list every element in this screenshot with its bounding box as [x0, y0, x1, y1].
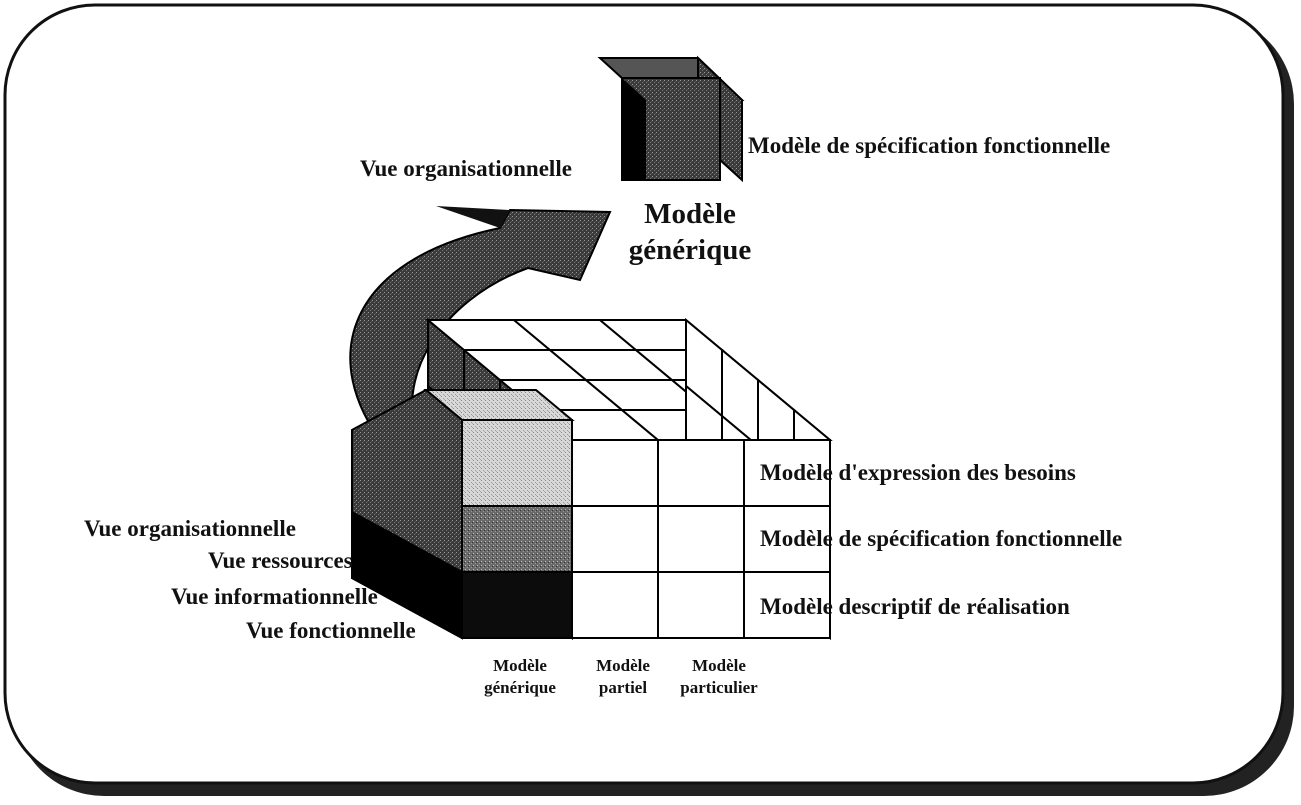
column-label-partiel-line2: partiel [598, 678, 648, 697]
cube-front-face [571, 439, 659, 507]
dark-base-slab [351, 510, 463, 640]
cube-front-face [571, 505, 659, 573]
top-cube-left-label: Vue organisationnelle [360, 156, 572, 181]
view-label-organisationnelle: Vue organisationnelle [84, 516, 296, 541]
highlight-cube-middle [461, 505, 573, 573]
arrow-title: Modèle générique [616, 196, 764, 268]
highlight-cube-top [461, 419, 573, 507]
model-cube-block [351, 317, 833, 641]
cube-front-face [657, 505, 745, 573]
row-label-realisation: Modèle descriptif de réalisation [760, 594, 1070, 619]
column-label-generique: Modèle générique [472, 655, 568, 699]
column-label-particulier-line1: Modèle [692, 656, 746, 675]
curved-arrow [349, 206, 612, 446]
row-label-besoins: Modèle d'expression des besoins [760, 460, 1076, 485]
arrow-title-line1: Modèle [644, 198, 736, 230]
view-label-fonctionnelle: Vue fonctionnelle [246, 618, 416, 643]
column-label-particulier-line2: particulier [680, 678, 758, 697]
row-label-specification: Modèle de spécification fonctionnelle [760, 526, 1123, 551]
column-label-generique-line1: Modèle [493, 656, 547, 675]
cube-front-face [657, 571, 745, 639]
view-label-ressources: Vue ressources [208, 548, 353, 573]
arrow-title-line2: générique [628, 234, 752, 266]
highlight-cube-bottom [461, 571, 573, 639]
top-cube [597, 55, 745, 183]
top-cube-right-label: Modèle de spécification fonctionnelle [748, 133, 1111, 158]
column-label-partiel: Modèle partiel [578, 655, 668, 699]
view-label-informationnelle: Vue informationnelle [171, 584, 378, 609]
column-label-particulier: Modèle particulier [664, 655, 774, 699]
column-label-partiel-line1: Modèle [596, 656, 650, 675]
column-label-generique-line2: générique [484, 678, 556, 697]
cube-front-face [743, 571, 831, 639]
cube-front-face [657, 439, 745, 507]
cube-front-face [571, 571, 659, 639]
